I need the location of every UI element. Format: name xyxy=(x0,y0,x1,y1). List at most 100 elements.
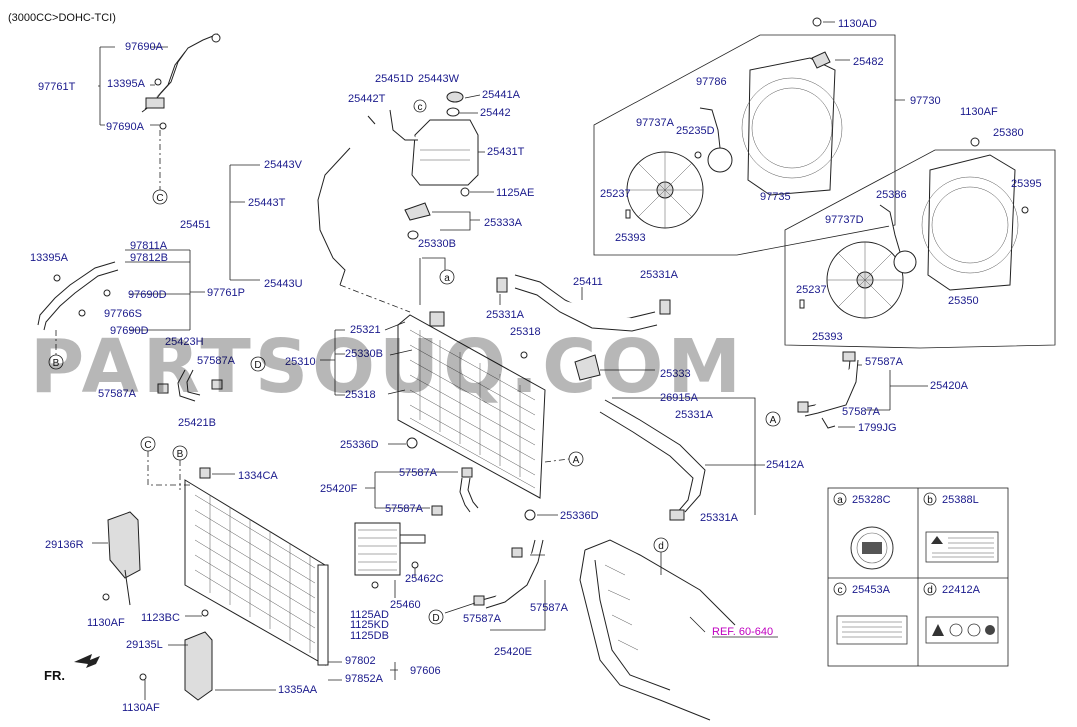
label-97606: 97606 xyxy=(410,665,441,677)
label-1125KD: 1125KD xyxy=(350,619,389,631)
clip-97690D xyxy=(103,289,111,297)
leaders-25420E xyxy=(444,554,546,631)
label-25330B-top: 25330B xyxy=(418,238,456,250)
clip-97690A xyxy=(159,122,167,130)
label-25420E: 25420E xyxy=(494,646,532,658)
ref-label[interactable]: REF. 60-640 xyxy=(712,626,773,638)
legend-grid xyxy=(828,488,1008,666)
wire-25386 xyxy=(879,204,901,253)
clip-1799JG xyxy=(821,417,836,429)
hose-25443T xyxy=(317,147,351,286)
label-13395A-left: 13395A xyxy=(30,252,69,264)
callout-C2: C xyxy=(144,440,151,451)
label-1130AF-left: 1130AF xyxy=(87,617,125,629)
bracket-1334CA xyxy=(199,467,211,479)
clamp-57587A-4 xyxy=(797,401,809,413)
legend-code-d: 22412A xyxy=(942,584,981,596)
label-97690D-1: 97690D xyxy=(128,289,167,301)
radiator-fins xyxy=(409,329,536,489)
legend-cell-a: a 25328C xyxy=(833,492,894,570)
group-box-97730 xyxy=(593,34,896,256)
label-13395A: 13395A xyxy=(107,78,146,90)
reservoir-leaders xyxy=(458,94,494,193)
leader-26915A xyxy=(612,397,756,515)
label-25423H: 25423H xyxy=(165,336,204,348)
label-25460: 25460 xyxy=(390,599,421,611)
label-25442T: 25442T xyxy=(348,93,386,105)
label-97786: 97786 xyxy=(696,76,727,88)
callout-D2-circle xyxy=(428,609,444,625)
label-25411: 25411 xyxy=(573,276,603,288)
label-97737A: 97737A xyxy=(636,117,675,129)
bolt-1130AD xyxy=(812,17,822,27)
callout-c-small xyxy=(413,99,427,113)
label-97761P: 97761P xyxy=(207,287,245,299)
label-25318-right: 25318 xyxy=(510,326,541,338)
legend-code-b: 25388L xyxy=(942,494,979,506)
bolt-1125AD xyxy=(371,581,379,589)
legend-code-a: 25328C xyxy=(852,494,891,506)
hose-25420F-edge xyxy=(467,477,479,509)
callout-A2-circle xyxy=(765,411,781,427)
bolt-1130AF xyxy=(970,137,980,147)
label-1335AA: 1335AA xyxy=(278,684,318,696)
bracket-29136R-leg xyxy=(124,569,131,606)
bolt-25235D xyxy=(694,151,702,159)
label-25462C: 25462C xyxy=(405,573,444,585)
ref-arrow xyxy=(689,616,706,633)
label-25331A-3: 25331A xyxy=(675,409,714,421)
label-97811A: 97811A xyxy=(130,240,168,252)
bracket-leaders xyxy=(92,542,202,700)
clamp-25331A-4 xyxy=(669,509,685,521)
callout-A: A xyxy=(573,455,580,466)
bracket-97761P xyxy=(125,249,205,331)
callout-A2: A xyxy=(770,415,777,426)
leader-a xyxy=(419,257,446,305)
front-carrier-detail xyxy=(604,564,639,651)
label-25380: 25380 xyxy=(993,127,1024,139)
label-25421B: 25421B xyxy=(178,417,216,429)
label-97812B: 97812B xyxy=(130,252,168,264)
dash-C-B xyxy=(147,451,190,490)
label-25321: 25321 xyxy=(350,324,381,336)
bolt-1130AF-l xyxy=(102,593,110,601)
clip-25482 xyxy=(811,51,831,69)
clamp-57587A-5 xyxy=(461,467,473,478)
hose-25451D xyxy=(389,109,418,141)
radiator-25310 xyxy=(397,314,546,499)
label-26915A: 26915A xyxy=(660,392,699,404)
callout-D: D xyxy=(254,360,261,371)
oil-cooler-fins xyxy=(358,529,397,571)
hose-25420F xyxy=(459,477,471,513)
label-97690A: 97690A xyxy=(125,41,164,53)
leader-25333A xyxy=(432,211,480,231)
oil-cooler-25460 xyxy=(354,522,401,576)
oil-cooler-leaders xyxy=(394,568,416,598)
label-1125DB: 1125DB xyxy=(350,630,389,642)
bolt-1130AF-b xyxy=(139,673,147,681)
label-25318-left: 25318 xyxy=(345,389,376,401)
label-97730: 97730 xyxy=(910,95,941,107)
label-1130AF-top: 1130AF xyxy=(960,106,998,118)
clamp-25331A-1 xyxy=(496,277,508,293)
group-box-25380 xyxy=(784,149,1056,349)
bracket-29136R xyxy=(107,511,141,579)
label-25331A-4: 25331A xyxy=(700,512,739,524)
label-25330B: 25330B xyxy=(345,348,383,360)
label-25386: 25386 xyxy=(876,189,907,201)
label-57587A-2: 57587A xyxy=(98,388,137,400)
fan-blades xyxy=(627,152,703,228)
label-29136R: 29136R xyxy=(45,539,84,551)
label-25482: 25482 xyxy=(853,56,884,68)
clamp-57587A-2 xyxy=(211,379,223,390)
label-25331A-1: 25331A xyxy=(640,269,679,281)
clip-25442T xyxy=(367,115,376,125)
seal-25442 xyxy=(446,107,460,117)
label-25310: 25310 xyxy=(285,356,316,368)
label-1334CA: 1334CA xyxy=(238,470,278,482)
legend-cell-b: b 25388L xyxy=(923,492,999,563)
clamp-13395A xyxy=(145,97,165,109)
clamp-57587A-7 xyxy=(511,547,523,558)
bracket-29135L xyxy=(184,631,213,701)
